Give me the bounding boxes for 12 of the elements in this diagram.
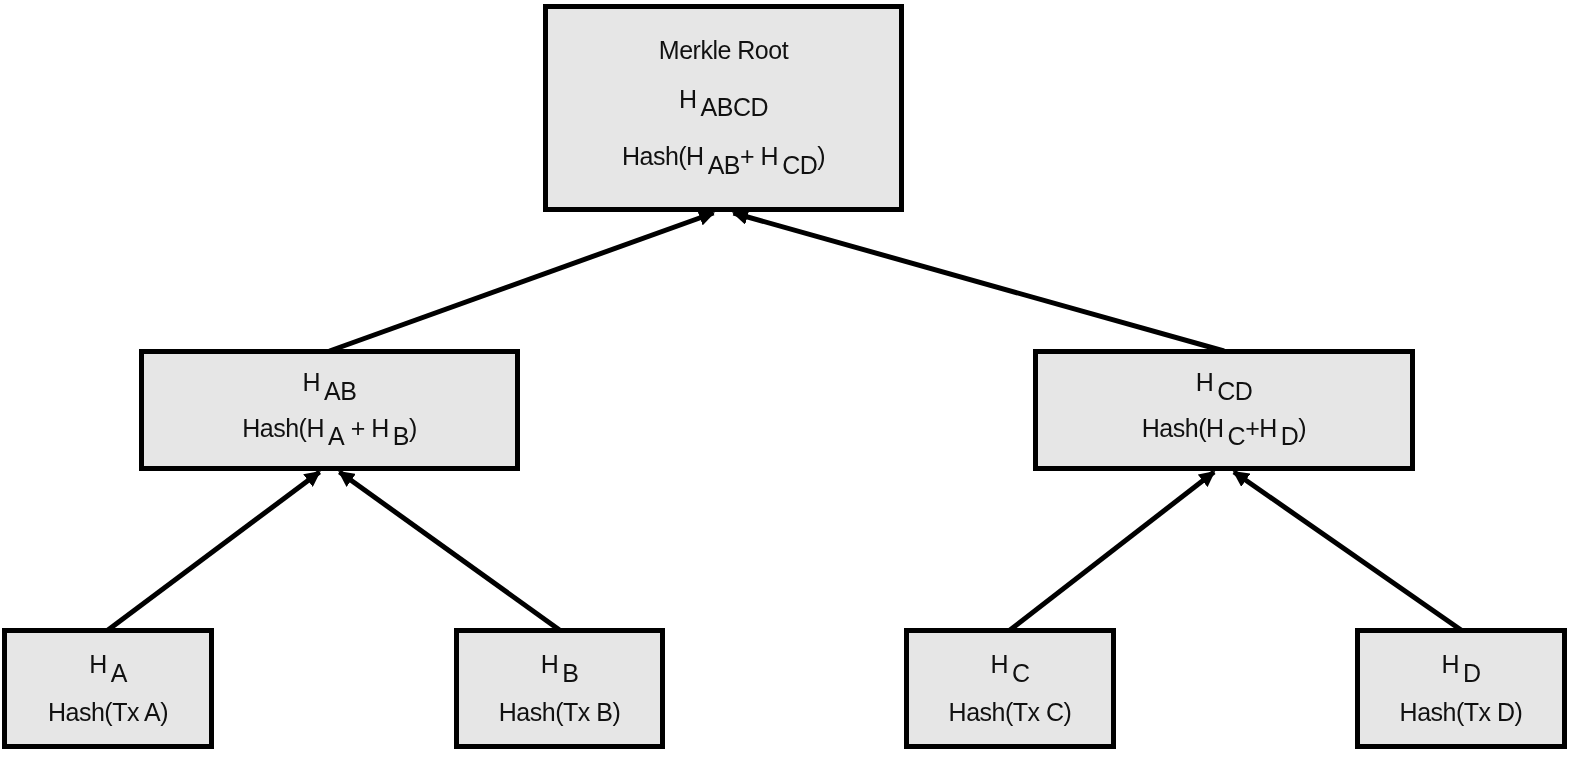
hash-label: Hash(Tx B)	[498, 698, 621, 727]
hash-box	[904, 628, 1116, 749]
hash-label: Hash(Tx A)	[48, 698, 168, 727]
hash-label: Hash(Tx C)	[948, 698, 1072, 727]
hash-box	[543, 4, 904, 212]
hash-box	[454, 628, 665, 749]
node-title: Merkle Root	[658, 36, 789, 64]
hash-box	[2, 628, 214, 749]
hash-box	[1033, 349, 1415, 471]
hash-box	[1355, 628, 1567, 749]
hash-label: Hash(Tx D)	[1399, 698, 1523, 727]
hash-box	[139, 349, 520, 471]
